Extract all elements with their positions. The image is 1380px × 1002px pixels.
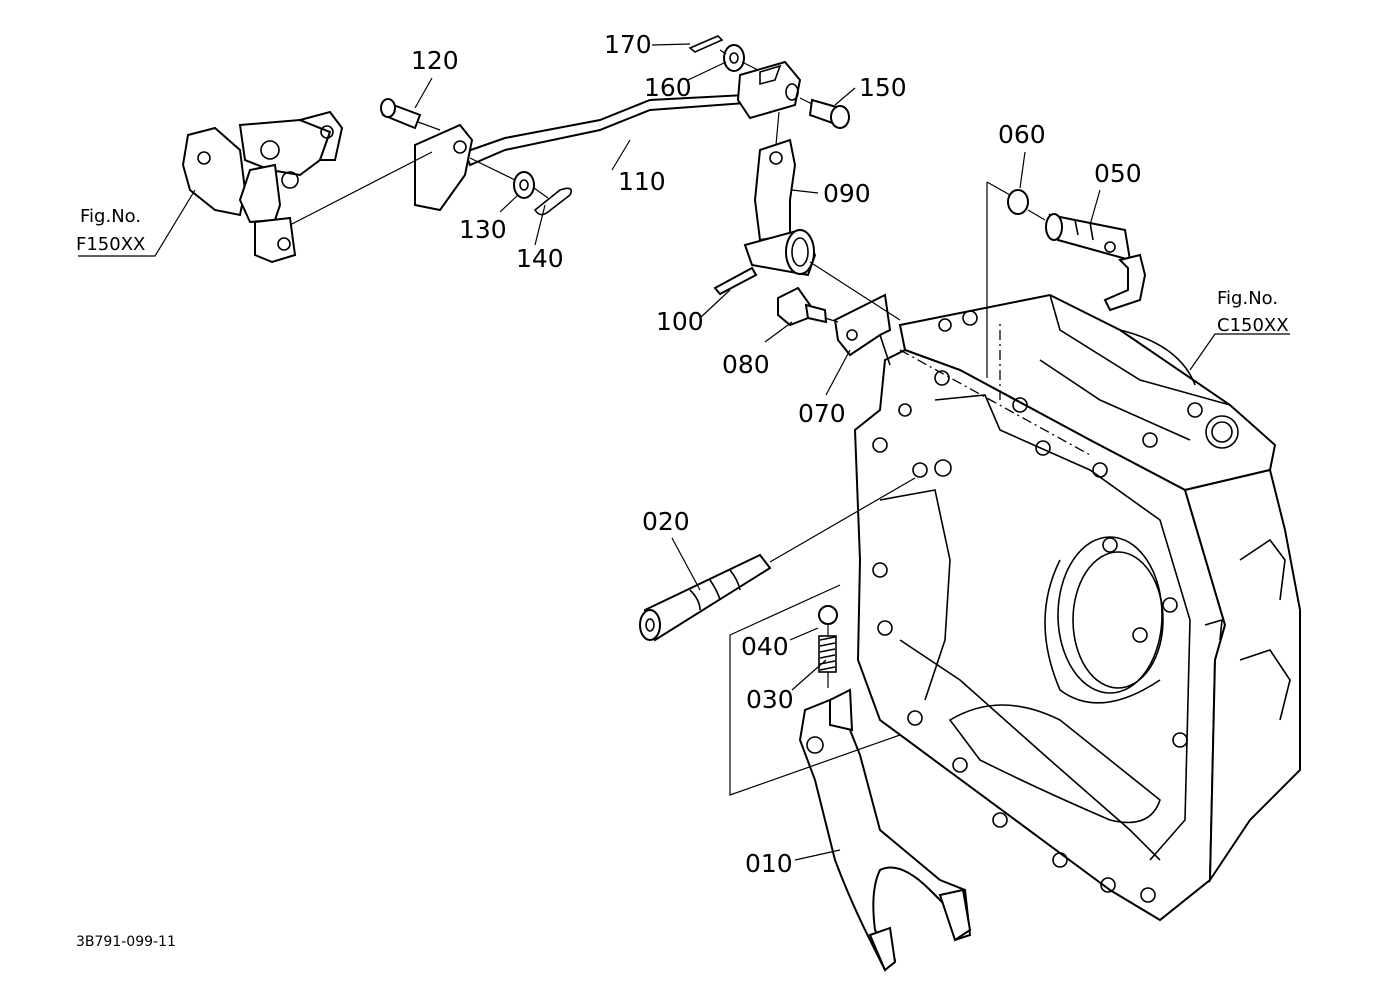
callout-160: 160: [644, 73, 692, 102]
lock-plate-drawing: [833, 293, 892, 366]
bracket-drawing: [181, 110, 344, 264]
fig-ref-left-line1: Fig.No.: [80, 206, 141, 227]
callout-060: 060: [998, 120, 1046, 149]
assembly-lines: [289, 49, 1046, 796]
washer-160-drawing: [723, 44, 745, 72]
fig-ref-left-line2: F150XX: [76, 234, 145, 255]
spring-drawing: [818, 635, 837, 673]
callout-140: 140: [516, 244, 564, 273]
callout-040: 040: [741, 632, 789, 661]
o-ring-drawing: [1007, 189, 1029, 215]
callout-070: 070: [798, 399, 846, 428]
detent-ball-drawing: [818, 605, 838, 625]
callout-030: 030: [746, 685, 794, 714]
fig-ref-right-line2: C150XX: [1217, 315, 1289, 336]
spring-pin-drawing: [713, 266, 758, 296]
callout-100: 100: [656, 307, 704, 336]
callout-050: 050: [1094, 159, 1142, 188]
leader-lines: [78, 43, 1290, 861]
callout-020: 020: [642, 507, 690, 536]
callout-080: 080: [722, 350, 770, 379]
fig-ref-right-line1: Fig.No.: [1217, 288, 1278, 309]
clevis-pin-150-drawing: [808, 98, 850, 129]
document-id: 3B791-099-11: [76, 934, 176, 950]
callout-010: 010: [745, 849, 793, 878]
pin-050-drawing: [1045, 213, 1147, 312]
callout-170: 170: [604, 30, 652, 59]
clip-140-drawing: [533, 187, 573, 216]
shift-rod-drawing: [639, 553, 772, 642]
plug-080-drawing: [777, 286, 828, 327]
callout-120: 120: [411, 46, 459, 75]
callout-090: 090: [823, 179, 871, 208]
shift-fork-drawing: [798, 688, 972, 972]
cotter-pin-170-drawing: [688, 35, 724, 53]
housing-drawing: [853, 293, 1301, 922]
shift-arm-drawing: [743, 138, 817, 277]
phantom-line: [899, 349, 1091, 456]
link-rod-drawing: [414, 60, 802, 212]
callout-110: 110: [618, 167, 666, 196]
callout-130: 130: [459, 215, 507, 244]
washer-130-drawing: [513, 171, 535, 199]
clevis-pin-120-drawing: [380, 98, 422, 130]
callout-150: 150: [859, 73, 907, 102]
